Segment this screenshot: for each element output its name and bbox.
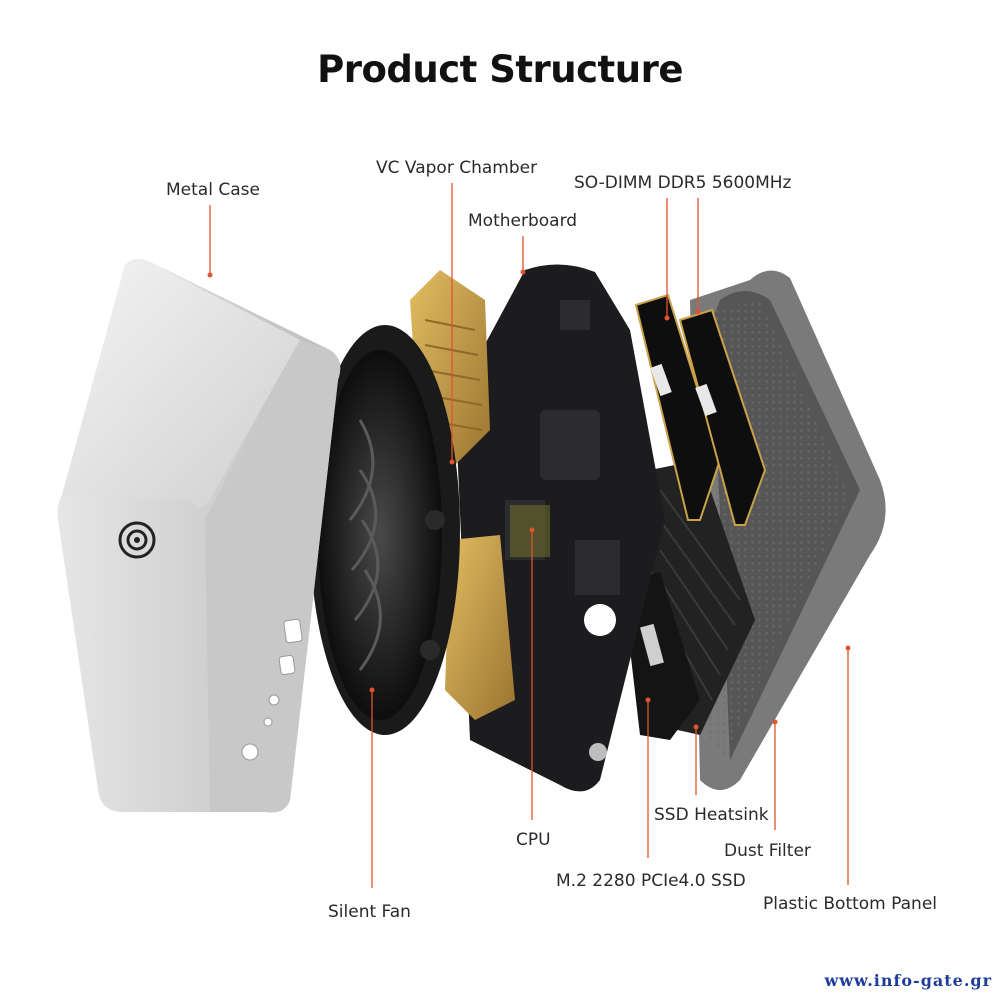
label-metal-case: Metal Case — [166, 180, 260, 200]
watermark: www.info-gate.gr — [824, 971, 992, 990]
label-m2-ssd: M.2 2280 PCIe4.0 SSD — [556, 871, 746, 891]
leader-lines — [209, 183, 849, 888]
label-so-dimm: SO-DIMM DDR5 5600MHz — [574, 173, 792, 193]
metal-case — [57, 259, 341, 813]
label-vc-vapor-chamber: VC Vapor Chamber — [376, 158, 538, 178]
leader-dots — [207, 269, 851, 730]
so-dimm-ram — [634, 293, 767, 526]
brand-logo-icon — [118, 521, 156, 559]
label-dust-filter: Dust Filter — [724, 841, 811, 861]
label-silent-fan: Silent Fan — [328, 902, 411, 922]
label-bottom-panel: Plastic Bottom Panel — [763, 894, 938, 914]
label-ssd-heatsink: SSD Heatsink — [654, 805, 769, 825]
silent-fan — [310, 325, 460, 735]
label-cpu: CPU — [516, 830, 551, 850]
label-motherboard: Motherboard — [468, 211, 578, 231]
page-title: Product Structure — [317, 48, 683, 91]
